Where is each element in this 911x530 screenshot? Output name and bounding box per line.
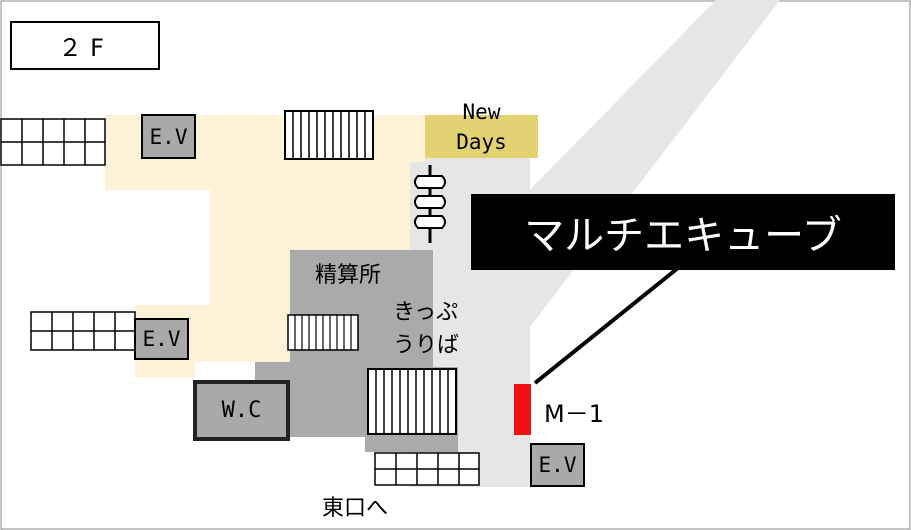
restroom-label: W.C — [221, 398, 262, 423]
gate-grid-mid-left — [30, 311, 136, 351]
concourse-area — [105, 115, 425, 378]
elevator-bottom-label: E.V — [538, 453, 577, 477]
multi-ekiyube-callout-text: マルチエキューブ — [524, 213, 842, 259]
elevator-mid: E.V — [134, 318, 189, 360]
ticket-office-label-line2: うりば — [393, 333, 460, 358]
elevator-top: E.V — [141, 114, 196, 159]
fare-adjustment-label: 精算所 — [315, 263, 382, 288]
stairs-middle — [287, 314, 359, 351]
restroom: W.C — [193, 380, 290, 441]
stairs-bottom — [367, 368, 457, 435]
newdays-label: New Days — [425, 97, 538, 157]
elevator-top-label: E.V — [149, 124, 188, 149]
newdays-shop — [425, 115, 538, 158]
callout-leader-line — [533, 266, 680, 385]
elevator-mid-label: E.V — [142, 327, 181, 351]
stairs-top — [284, 110, 374, 160]
location-code-label: M－1 — [544, 400, 604, 428]
elevator-bottom: E.V — [530, 443, 585, 487]
escalator-symbol — [414, 165, 446, 243]
ticket-office-label-line1: きっぷ — [393, 300, 459, 325]
location-marker — [514, 384, 531, 435]
ticket-office-label: きっぷ うりば — [393, 296, 459, 362]
gate-grid-bottom — [374, 452, 480, 486]
floor-label-text: ２F — [58, 34, 112, 62]
multi-ekiyube-callout: マルチエキューブ — [471, 194, 895, 270]
gate-grid-top-left — [0, 118, 106, 166]
newdays-label-line2: Days — [456, 130, 507, 154]
east-exit-label: 東口へ — [322, 496, 389, 521]
newdays-label-line1: New — [462, 100, 501, 124]
floor-label: ２F — [10, 21, 160, 70]
